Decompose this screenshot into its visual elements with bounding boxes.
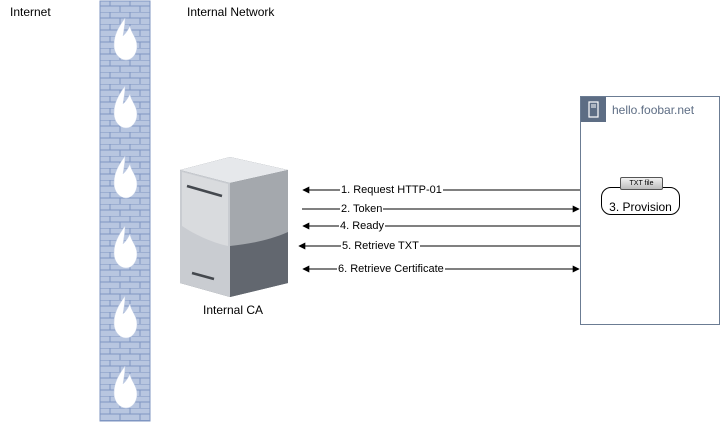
server-small-icon <box>581 97 606 122</box>
flame-icon <box>113 17 138 61</box>
provision-label: 3. Provision <box>609 200 672 214</box>
internal-network-label: Internal Network <box>187 5 275 19</box>
txt-file-icon: TXT file <box>620 177 663 190</box>
txt-file-label: TXT file <box>629 180 654 187</box>
firewall <box>99 0 151 422</box>
arrow-label-6: 6. Retrieve Certificate <box>337 263 445 276</box>
internal-ca-label: Internal CA <box>203 303 264 317</box>
flame-icon <box>113 225 138 269</box>
flame-icon <box>113 85 138 129</box>
arrow-label-2: 2. Token <box>340 203 384 216</box>
flame-icon <box>113 365 138 409</box>
arrow-label-5: 5. Retrieve TXT <box>341 240 420 253</box>
host-title: hello.foobar.net <box>612 103 695 117</box>
flame-icon <box>113 295 138 339</box>
arrow-label-1: 1. Request HTTP-01 <box>340 184 443 197</box>
provision-box: 3. Provision <box>601 187 680 215</box>
flame-icon <box>113 155 138 199</box>
arrow-label-4: 4. Ready <box>339 220 386 233</box>
server-icon <box>180 157 288 297</box>
internet-label: Internet <box>10 5 51 19</box>
